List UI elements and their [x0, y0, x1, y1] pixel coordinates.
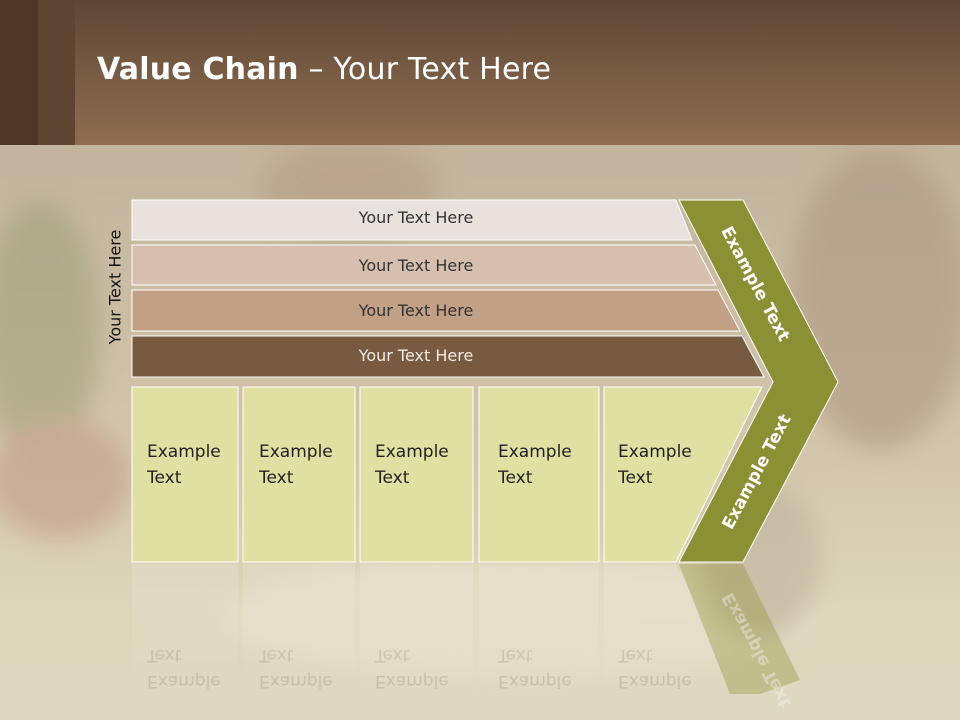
cell-text-reflection: Example Text: [259, 642, 333, 694]
header-stripe: [38, 0, 75, 145]
title-rest: – Your Text Here: [298, 52, 552, 87]
reflection-line2: Text: [259, 645, 294, 665]
bar-label-4: Your Text Here: [358, 346, 474, 365]
reflection-line2: Text: [618, 645, 653, 665]
cell-text-line2: Text: [498, 468, 533, 488]
reflection-line1: Example: [375, 671, 449, 691]
bar-label-3: Your Text Here: [358, 301, 474, 320]
value-cell-5: [603, 386, 763, 563]
reflection-line1: Example: [147, 671, 221, 691]
cell-text-line1: Example: [259, 442, 333, 462]
reflection-line2: Text: [147, 645, 182, 665]
cell-text-line2: Text: [259, 468, 294, 488]
side-label: Your Text Here: [105, 229, 125, 345]
value-cell-3: [359, 386, 474, 563]
cell-text-reflection: Example Text: [618, 642, 692, 694]
cell-text-reflection: Example Text: [375, 642, 449, 694]
reflection-line1: Example: [498, 671, 572, 691]
bar-label-2: Your Text Here: [358, 256, 474, 275]
cell-text-line1: Example: [375, 442, 449, 462]
bar-label-1: Your Text Here: [358, 208, 474, 227]
value-cell-1: [131, 386, 239, 563]
value-bar-1: [131, 199, 693, 241]
value-bar-2: [131, 244, 717, 286]
value-cell-2: [242, 386, 356, 563]
header-stripe: [0, 0, 38, 145]
margin-chevron: [678, 199, 839, 563]
cell-text-line1: Example: [147, 442, 221, 462]
cell-text-line1: Example: [618, 442, 692, 462]
title-bold: Value Chain: [97, 52, 299, 87]
reflection-line1: Example: [259, 671, 333, 691]
cell-text-reflection: Example Text: [147, 642, 221, 694]
value-cell-4: [478, 386, 600, 563]
cell-text-line2: Text: [618, 468, 653, 488]
reflection-line2: Text: [375, 645, 410, 665]
reflection-line2: Text: [498, 645, 533, 665]
cell-text-line1: Example: [498, 442, 572, 462]
cell-text-reflection: Example Text: [498, 642, 572, 694]
reflection-line1: Example: [618, 671, 692, 691]
chevron-reflection: [679, 564, 800, 694]
reflection: [132, 564, 720, 694]
header-band: [0, 0, 960, 145]
slide-title: Value Chain – Your Text Here: [97, 52, 551, 87]
value-bar-4: [131, 335, 765, 378]
cell-text-line2: Text: [147, 468, 182, 488]
value-bar-3: [131, 289, 741, 332]
cell-text-line2: Text: [375, 468, 410, 488]
